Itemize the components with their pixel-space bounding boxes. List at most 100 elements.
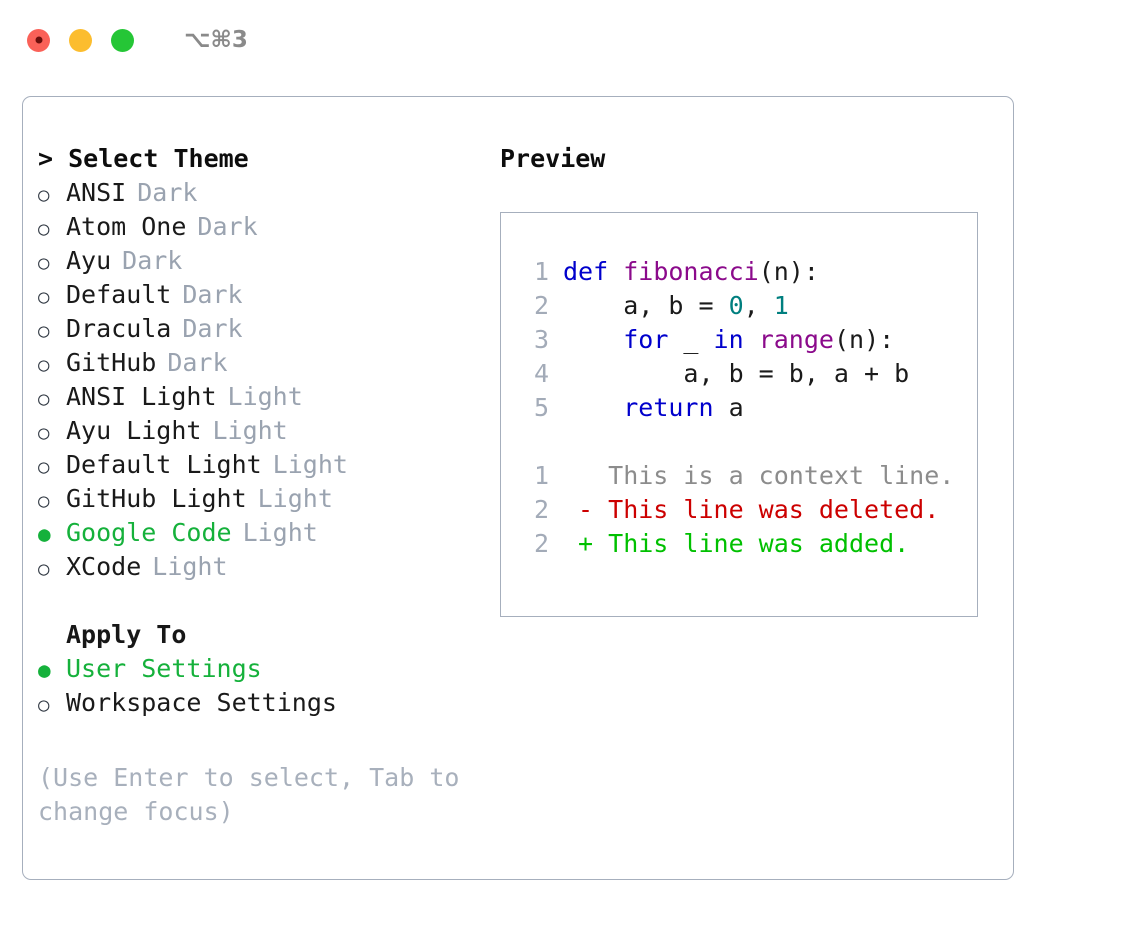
- code-token-pl: (n):: [758, 257, 819, 286]
- diff-line-content: This is a context line.: [563, 461, 955, 490]
- theme-option-label: Google Code: [66, 518, 232, 547]
- traffic-lights: [27, 28, 134, 52]
- theme-option-category: Dark: [137, 178, 198, 207]
- theme-option-label: Default: [66, 280, 172, 309]
- theme-option-label: GitHub: [66, 348, 157, 377]
- code-line: 2 a, b = 0, 1: [513, 289, 977, 323]
- theme-option-label: ANSI Light: [66, 382, 217, 411]
- theme-option-label: XCode: [66, 552, 142, 581]
- radio-unselected-icon: ○: [38, 218, 50, 240]
- diff-line-number: 1: [533, 461, 549, 490]
- diff-line-content: + This line was added.: [563, 529, 910, 558]
- code-token-pl: [563, 393, 623, 422]
- theme-option-category: Light: [152, 552, 228, 581]
- code-token-pl: ,: [743, 291, 774, 320]
- theme-option-category: Dark: [122, 246, 183, 275]
- code-token-fn: range: [758, 325, 834, 354]
- code-token-kw: in: [713, 325, 744, 354]
- apply-to-option-label: User Settings: [66, 654, 262, 683]
- theme-option-category: Light: [227, 382, 303, 411]
- theme-option-label: Atom One: [66, 212, 187, 241]
- theme-option-category: Dark: [182, 280, 243, 309]
- radio-unselected-icon: ○: [38, 388, 50, 410]
- apply-to-list: ● User Settings ○Workspace Settings: [38, 652, 493, 720]
- code-token-pl: [744, 325, 759, 354]
- radio-unselected-icon: ○: [38, 252, 50, 274]
- theme-option-github[interactable]: ○ GitHub Dark: [38, 346, 493, 380]
- diff-line-number: 2: [533, 529, 549, 558]
- code-line: 5 return a: [513, 391, 977, 425]
- radio-unselected-icon: ○: [38, 490, 50, 512]
- theme-option-atom-one[interactable]: ○ Atom One Dark: [38, 210, 493, 244]
- theme-option-ayu[interactable]: ○ Ayu Dark: [38, 244, 493, 278]
- title-bar: ⌥⌘3: [0, 0, 1140, 80]
- code-line-number: 2: [533, 291, 549, 320]
- maximize-window-button[interactable]: [111, 28, 134, 52]
- code-line-content: def fibonacci(n):: [563, 255, 819, 289]
- code-token-pl: a: [713, 393, 744, 422]
- code-line-content: return a: [563, 391, 744, 425]
- code-line-number: 4: [533, 359, 549, 388]
- radio-selected-icon: ●: [38, 658, 51, 682]
- code-line-content: a, b = 0, 1: [563, 289, 789, 323]
- theme-option-label: Ayu: [66, 246, 112, 275]
- theme-option-ansi-light[interactable]: ○ ANSI Light Light: [38, 380, 493, 414]
- theme-option-ayu-light[interactable]: ○ Ayu Light Light: [38, 414, 493, 448]
- theme-option-category: Light: [272, 450, 348, 479]
- theme-option-category: Dark: [197, 212, 258, 241]
- theme-option-category: Light: [212, 416, 288, 445]
- theme-option-xcode[interactable]: ○ XCode Light: [38, 550, 493, 584]
- radio-unselected-icon: ○: [38, 422, 50, 444]
- apply-to-option-user-settings[interactable]: ● User Settings: [38, 652, 493, 686]
- radio-unselected-icon: ○: [38, 558, 50, 580]
- theme-option-default-light[interactable]: ○ Default Light Light: [38, 448, 493, 482]
- theme-option-category: Dark: [182, 314, 243, 343]
- code-token-kw: return: [623, 393, 714, 422]
- minimize-window-button[interactable]: [69, 28, 92, 52]
- radio-unselected-icon: ○: [38, 354, 50, 376]
- select-theme-header: > Select Theme: [38, 144, 249, 173]
- section-spacer: [38, 584, 493, 618]
- code-token-pl: (n):: [833, 325, 895, 354]
- diff-line-del: 2 - This line was deleted.: [513, 493, 977, 527]
- code-line: 4 a, b = b, a + b: [513, 357, 977, 391]
- code-token-fn: fibonacci: [623, 257, 759, 286]
- theme-option-category: Dark: [167, 348, 228, 377]
- diff-line-number: 2: [533, 495, 549, 524]
- theme-option-label: GitHub Light: [66, 484, 247, 513]
- diff-line-add: 2 + This line was added.: [513, 527, 977, 561]
- code-line-number: 5: [533, 393, 549, 422]
- code-line-number: 1: [533, 257, 549, 286]
- radio-selected-icon: ●: [38, 522, 51, 546]
- close-window-button[interactable]: [27, 28, 50, 52]
- diff-line-ctx: 1 This is a context line.: [513, 459, 977, 493]
- code-token-kw: def: [563, 257, 609, 286]
- code-token-pl: [563, 325, 623, 354]
- apply-to-option-workspace-settings[interactable]: ○Workspace Settings: [38, 686, 493, 720]
- theme-option-label: Default Light: [66, 450, 262, 479]
- code-line-content: a, b = b, a + b: [563, 357, 909, 391]
- code-token-pl: a, b =: [563, 291, 729, 320]
- code-token-pl: _: [668, 325, 714, 354]
- keyboard-hint-text: (Use Enter to select, Tab to change focu…: [38, 763, 460, 826]
- theme-option-label: Ayu Light: [66, 416, 202, 445]
- radio-unselected-icon: ○: [38, 456, 50, 478]
- apply-to-option-label: Workspace Settings: [66, 688, 337, 717]
- code-line: 1 def fibonacci(n):: [513, 255, 977, 289]
- code-token-pl: a, b = b, a + b: [563, 359, 910, 388]
- code-token-kw: for: [623, 325, 669, 354]
- theme-option-label: Dracula: [66, 314, 172, 343]
- preview-spacer: [513, 425, 977, 459]
- theme-option-label: ANSI: [66, 178, 127, 207]
- code-token-num: 1: [773, 291, 789, 320]
